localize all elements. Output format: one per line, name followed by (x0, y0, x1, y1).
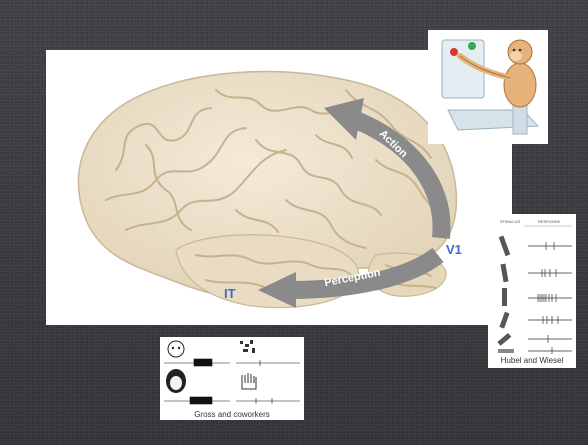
hubel-wiesel-panel: STIMULUS RESPONSE Hubel and Wiesel (488, 214, 576, 368)
stimulus-response-table: STIMULUS RESPONSE (488, 214, 576, 354)
red-target-icon (450, 48, 458, 56)
monkey-pressing-button-illustration (428, 30, 548, 144)
face-and-hand-spike-trains (160, 337, 304, 409)
monkey-panel (428, 30, 548, 144)
svg-text:STIMULUS: STIMULUS (500, 219, 521, 224)
it-label: IT (224, 286, 236, 301)
green-target-icon (468, 42, 476, 50)
gross-panel: Gross and coworkers (160, 337, 304, 420)
svg-text:RESPONSE: RESPONSE (538, 219, 561, 224)
hubel-wiesel-caption: Hubel and Wiesel (488, 356, 576, 365)
v1-label: V1 (446, 242, 462, 257)
gross-caption: Gross and coworkers (160, 410, 304, 419)
